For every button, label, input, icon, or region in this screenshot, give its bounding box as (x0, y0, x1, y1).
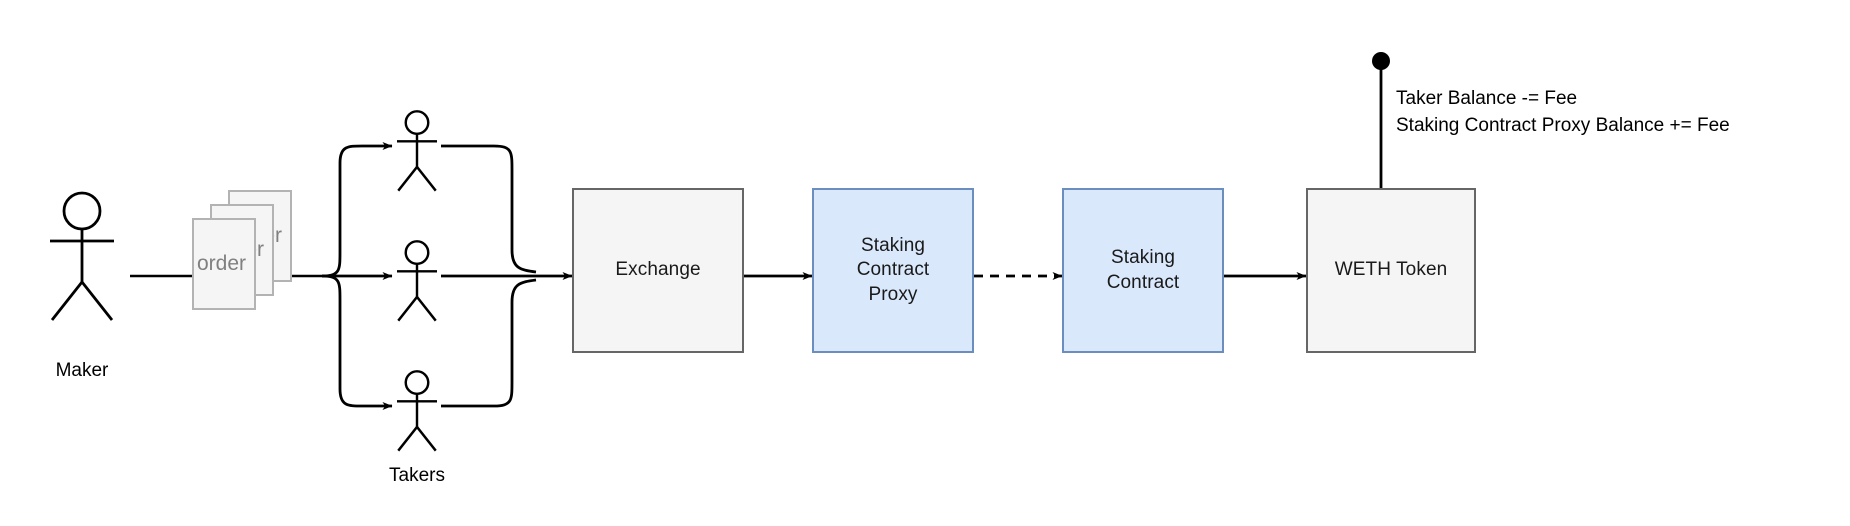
taker-1-stick-figure-icon (397, 110, 437, 192)
node-exchange[interactable]: Exchange (572, 188, 744, 353)
annotation-endpoint-dot (1372, 52, 1390, 70)
maker-stick-figure-icon (50, 191, 114, 321)
node-weth-token[interactable]: WETH Token (1306, 188, 1476, 353)
node-weth-token-label: WETH Token (1334, 259, 1448, 281)
edge-fan-to-taker-1 (321, 142, 393, 278)
order-card-front: order (192, 218, 256, 310)
node-staking-contract-proxy[interactable]: Staking Contract Proxy (812, 188, 974, 353)
taker-3-stick-figure-icon (397, 370, 437, 452)
taker-2-stick-figure-icon (397, 240, 437, 322)
node-staking-contract[interactable]: Staking Contract (1062, 188, 1224, 353)
node-staking-contract-proxy-label: Staking Contract Proxy (856, 235, 930, 305)
node-exchange-label: Exchange (615, 259, 701, 281)
order-card-label: order (197, 252, 247, 275)
maker-label: Maker (55, 360, 109, 381)
takers-label: Takers (389, 465, 445, 486)
node-staking-contract-label: Staking Contract (1106, 247, 1180, 293)
edge-taker-1-to-exchange (441, 144, 537, 274)
edge-taker-3-to-exchange (441, 278, 537, 408)
edge-fan-to-taker-3 (321, 274, 393, 410)
annotation-line-1: Taker Balance -= Fee (1396, 88, 1578, 109)
annotation-line-2: Staking Contract Proxy Balance += Fee (1396, 115, 1730, 136)
